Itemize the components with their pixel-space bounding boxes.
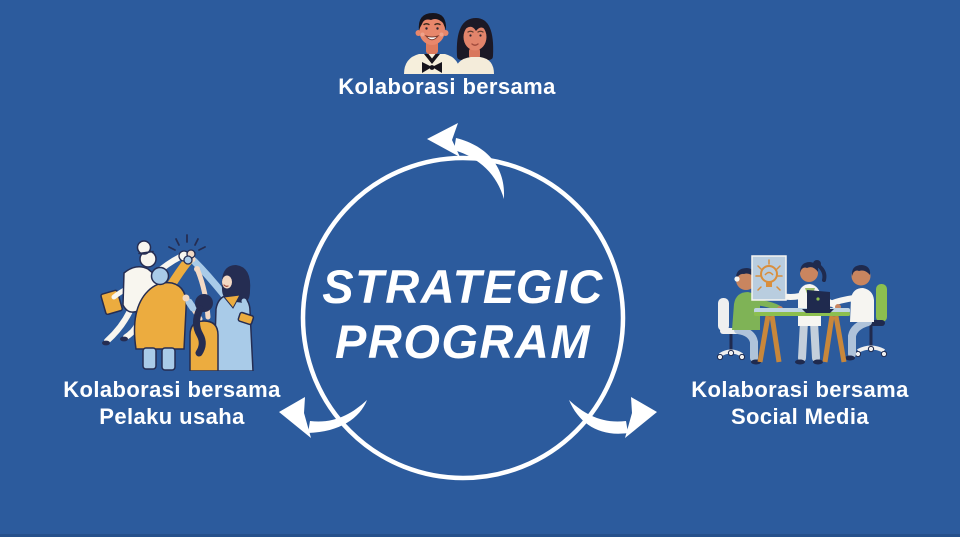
cycle-arrow-bottom-right-icon xyxy=(569,397,657,438)
top-node-label: Kolaborasi bersama xyxy=(297,73,597,100)
cycle-arrow-top-icon xyxy=(427,123,505,199)
left-node-label-line2: Pelaku usaha xyxy=(99,404,245,429)
center-title-line2: PROGRAM xyxy=(335,314,591,368)
bottom-edge-strip xyxy=(0,534,960,537)
right-node-label: Kolaborasi bersama Social Media xyxy=(650,376,950,430)
left-node-label: Kolaborasi bersama Pelaku usaha xyxy=(22,376,322,430)
cycle-circle-outline xyxy=(300,155,626,481)
left-node-label-line1: Kolaborasi bersama xyxy=(63,377,281,402)
right-node-label-line2: Social Media xyxy=(730,404,870,429)
sparkle-lines-icon xyxy=(168,234,206,251)
lightbulb-rays-icon xyxy=(755,259,783,291)
right-node-label-line1: Kolaborasi bersama xyxy=(691,377,909,402)
top-node-label-text: Kolaborasi bersama xyxy=(338,74,556,99)
center-title: STRATEGIC PROGRAM xyxy=(322,260,604,369)
couple-avatars-illustration xyxy=(404,13,494,74)
team-meeting-illustration xyxy=(716,255,888,365)
team-highfive-illustration xyxy=(100,234,255,371)
center-title-line1: STRATEGIC xyxy=(322,260,604,314)
cycle-arrow-bottom-left-icon xyxy=(279,397,367,438)
